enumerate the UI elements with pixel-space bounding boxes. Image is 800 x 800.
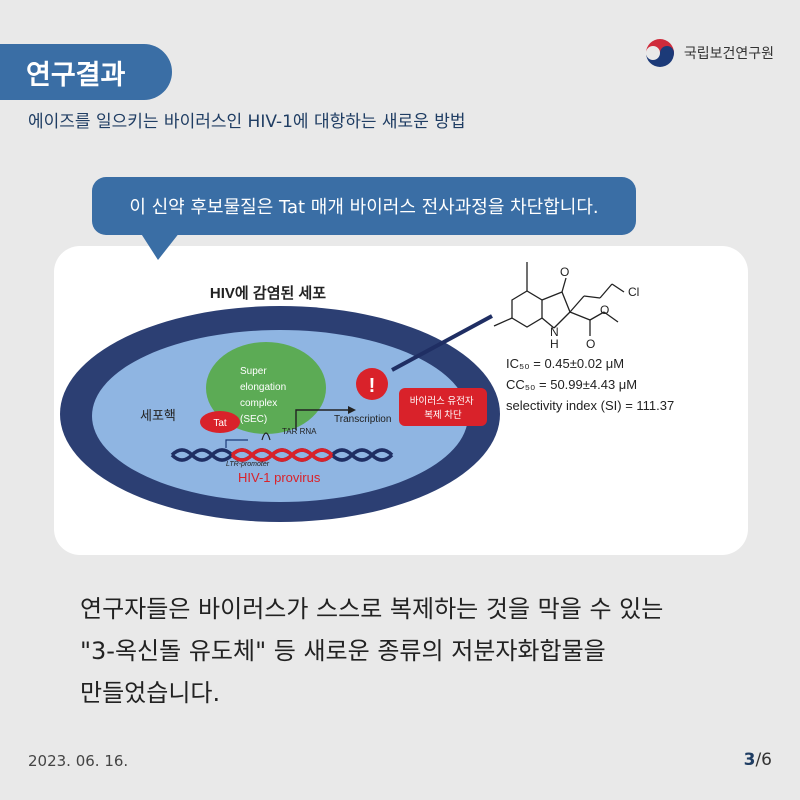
stat-cc50: CC₅₀ = 50.99±4.43 μM	[506, 377, 637, 392]
body-paragraph: 연구자들은 바이러스가 스스로 복제하는 것을 막을 수 있는 "3-옥신돌 유…	[80, 588, 663, 714]
brand-name: 국립보건연구원	[683, 46, 774, 62]
stat-selectivity: selectivity index (SI) = 111.37	[506, 398, 674, 413]
sec-line-3: complex	[240, 398, 277, 409]
atom-n: N	[550, 325, 559, 339]
sec-line-4: (SEC)	[240, 414, 267, 425]
speech-bubble-text: 이 신약 후보물질은 Tat 매개 바이러스 전사과정을 차단합니다.	[129, 197, 599, 218]
provirus-strand-a	[230, 448, 334, 462]
sec-line-2: elongation	[240, 382, 286, 393]
body-line-2: "3-옥신돌 유도체" 등 새로운 종류의 저분자화합물을	[80, 637, 606, 665]
transcription-label: Transcription	[334, 414, 391, 425]
speech-bubble: 이 신약 후보물질은 Tat 매개 바이러스 전사과정을 차단합니다.	[92, 177, 636, 235]
atom-h: H	[550, 337, 559, 351]
replication-block-badge	[399, 388, 487, 426]
section-tag: 연구결과	[0, 44, 172, 100]
page-subtitle: 에이즈를 일으키는 바이러스인 HIV-1에 대항하는 새로운 방법	[28, 112, 466, 132]
provirus-label: HIV-1 provirus	[238, 470, 321, 485]
page-current: 3	[743, 750, 756, 770]
block-line-1: 바이러스 유전자	[410, 396, 474, 407]
sec-line-1: Super	[240, 366, 267, 377]
nucleus-label: 세포핵	[140, 408, 176, 423]
section-tag-label: 연구결과	[26, 59, 126, 91]
svg-text:Super elongation compl: Super elongation complex (SEC)	[240, 366, 289, 425]
warning-symbol: !	[369, 375, 376, 397]
tar-rna-loop	[261, 432, 271, 441]
ltr-label: LTR-promoter	[226, 461, 270, 468]
tat-protein	[200, 411, 240, 433]
tar-label: TAR RNA	[282, 427, 317, 436]
oxindole-molecule	[493, 262, 625, 336]
page-indicator: 3/6	[744, 750, 772, 770]
brand-logo: 국립보건연구원	[643, 36, 774, 70]
svg-text:바이러스 유전자 복제 차단: 바이러스 유전자 복제 차단	[410, 396, 476, 421]
atom-o-ester: O	[600, 303, 609, 317]
atom-o-ketone: O	[560, 265, 569, 279]
atom-cl: Cl	[628, 285, 639, 299]
block-line-2: 복제 차단	[424, 409, 462, 421]
pointer-line	[391, 314, 493, 372]
page-total: /6	[755, 750, 772, 770]
warning-icon	[356, 368, 388, 400]
cell-title: HIV에 감염된 세포	[210, 284, 326, 302]
transcription-arrow	[295, 409, 348, 430]
atom-o-carbonyl: O	[586, 337, 595, 351]
stat-ic50: IC₅₀ = 0.45±0.02 μM	[506, 356, 624, 371]
taegeuk-logo-icon	[645, 39, 674, 67]
publish-date: 2023. 06. 16.	[28, 752, 129, 770]
body-line-3: 만들었습니다.	[80, 679, 221, 707]
body-line-1: 연구자들은 바이러스가 스스로 복제하는 것을 막을 수 있는	[80, 595, 664, 623]
bubble-tail	[140, 232, 180, 260]
provirus-strand-b	[230, 448, 334, 462]
tat-label: Tat	[213, 418, 227, 429]
